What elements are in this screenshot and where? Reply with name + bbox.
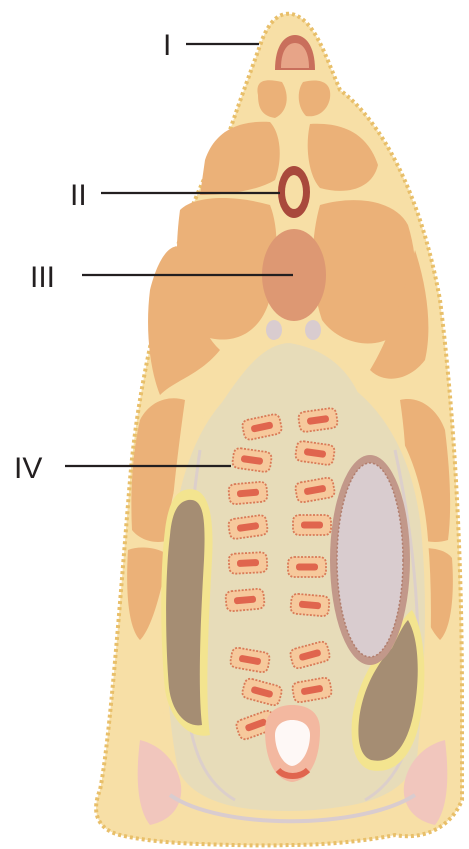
egg-capsule xyxy=(298,407,338,432)
egg-capsule xyxy=(295,440,335,465)
label-III: III xyxy=(30,261,55,294)
label-IV: IV xyxy=(14,452,42,485)
egg-capsule xyxy=(225,588,265,611)
egg-capsule xyxy=(293,515,331,535)
label-I: I xyxy=(163,29,171,62)
gut-oval xyxy=(330,455,410,665)
egg-capsule xyxy=(228,514,268,539)
egg-capsule xyxy=(288,557,326,577)
egg-capsule xyxy=(232,447,272,472)
egg-capsule xyxy=(290,593,330,616)
egg-capsule xyxy=(228,481,268,504)
label-II: II xyxy=(70,179,87,212)
notochord-II xyxy=(278,166,310,218)
liver-left xyxy=(161,489,212,736)
egg-capsule xyxy=(229,552,268,574)
